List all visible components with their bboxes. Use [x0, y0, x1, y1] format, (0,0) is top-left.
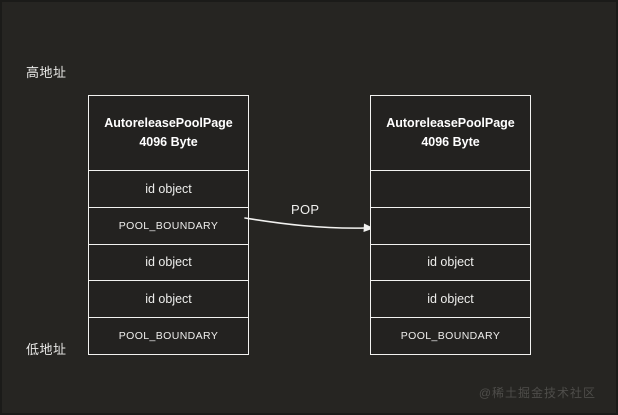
- pool-slot-label: id object: [145, 181, 192, 196]
- autorelease-pool-page-after: AutoreleasePoolPage 4096 Byte id object …: [370, 95, 531, 355]
- pool-slot: POOL_BOUNDARY: [89, 208, 248, 245]
- pool-slot-label: POOL_BOUNDARY: [118, 330, 219, 343]
- pool-slot-label: POOL_BOUNDARY: [400, 330, 501, 343]
- pool-slot: id object: [89, 171, 248, 208]
- pool-page-title: AutoreleasePoolPage: [386, 115, 515, 130]
- arrow-right-icon: [244, 217, 374, 232]
- watermark: @稀土掘金技术社区: [478, 386, 596, 400]
- autorelease-pool-page-before: AutoreleasePoolPage 4096 Byte id object …: [88, 95, 249, 355]
- pop-arrow-label: POP: [291, 202, 320, 217]
- pool-slot: id object: [371, 281, 530, 319]
- pool-slot: POOL_BOUNDARY: [371, 318, 530, 354]
- pool-slot-empty: [371, 171, 530, 208]
- pool-slot-label: id object: [145, 292, 192, 307]
- pool-slot-empty: [371, 208, 530, 245]
- pool-slot-label: id object: [427, 255, 474, 270]
- pool-slot: id object: [89, 245, 248, 282]
- high-address-label: 高地址: [26, 65, 67, 80]
- pool-page-size: 4096 Byte: [421, 135, 480, 149]
- pool-slot: POOL_BOUNDARY: [89, 318, 248, 354]
- pool-slot-label: id object: [145, 255, 192, 270]
- pool-slot-label: id object: [427, 292, 474, 307]
- pool-slot: id object: [371, 245, 530, 282]
- low-address-label: 低地址: [26, 342, 67, 357]
- pool-page-header: AutoreleasePoolPage 4096 Byte: [89, 96, 248, 171]
- pool-page-size: 4096 Byte: [139, 135, 198, 149]
- pool-page-header: AutoreleasePoolPage 4096 Byte: [371, 96, 530, 171]
- pool-slot: id object: [89, 281, 248, 319]
- pool-slot-label: POOL_BOUNDARY: [118, 219, 219, 232]
- pool-page-title: AutoreleasePoolPage: [104, 115, 233, 130]
